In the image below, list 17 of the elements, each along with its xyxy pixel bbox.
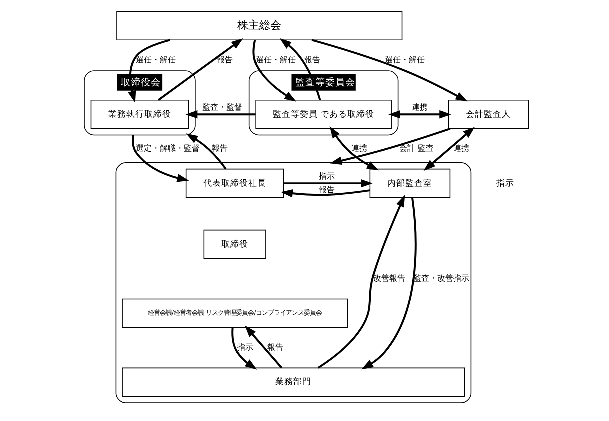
edge-label: 指示 xyxy=(318,172,334,181)
label: 指示 xyxy=(496,178,514,189)
edge-label: 指示 xyxy=(236,342,253,352)
edge-label: 連携 xyxy=(453,144,470,154)
edge-label: 選任・解任 xyxy=(384,55,425,64)
edge-label: 報告 xyxy=(266,342,283,352)
edge-label: 選任・解任 xyxy=(136,55,176,64)
edge-label: 連携 xyxy=(412,102,428,112)
edge-label: 選定・解職・監督 xyxy=(136,144,200,154)
edge-label: 報告 xyxy=(318,185,334,194)
edge-label: 報告 xyxy=(304,55,320,64)
edge-label: 連携 xyxy=(350,144,367,154)
edge-label: 選任・解任 xyxy=(255,55,296,64)
edge-label: 会計 監査 xyxy=(399,144,434,154)
edge-label: 報告 xyxy=(212,144,228,154)
edge-label: 監査・監督 xyxy=(202,102,242,112)
edge-label: 改善報告 xyxy=(373,274,406,284)
